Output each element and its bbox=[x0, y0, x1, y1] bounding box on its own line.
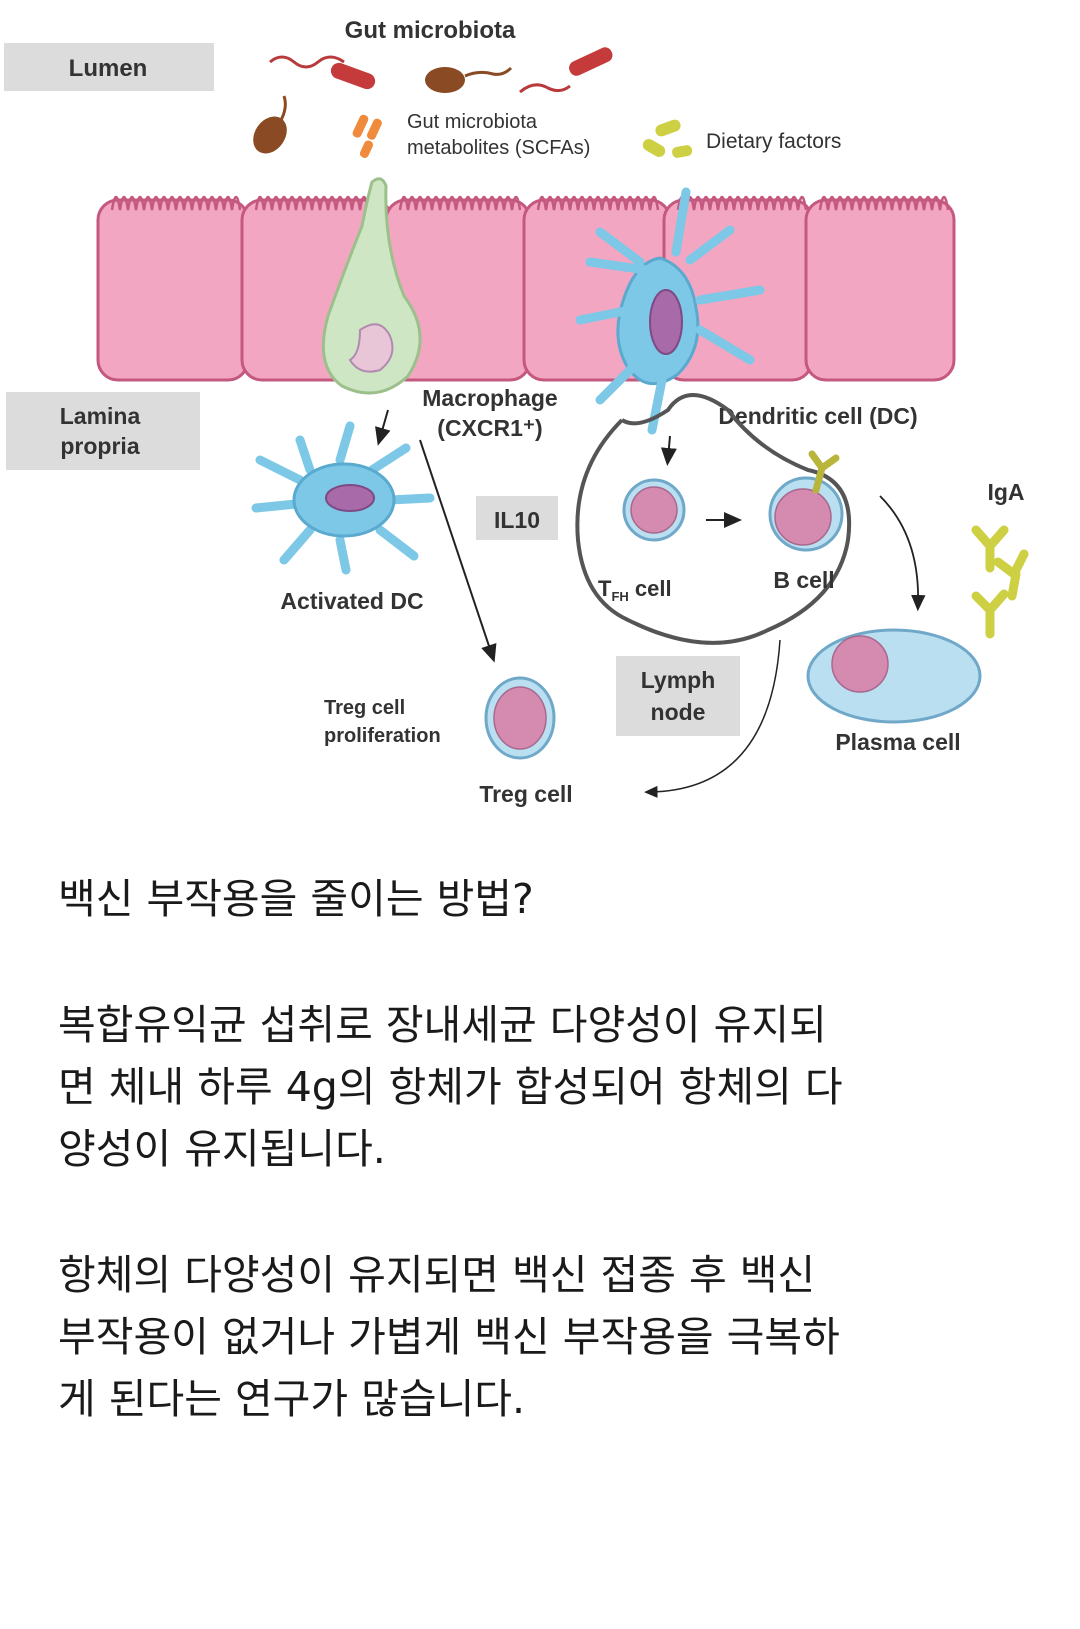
article-line: 백신 부작용을 줄이는 방법? bbox=[58, 875, 534, 923]
treg-cell bbox=[484, 676, 556, 760]
article-paragraph-2: 항체의 다양성이 유지되면 백신 접종 후 백신 부작용이 없거나 가볍게 백신… bbox=[58, 1244, 1038, 1430]
b-cell bbox=[768, 450, 844, 552]
article-line: 부작용이 없거나 가볍게 백신 부작용을 극복하 bbox=[58, 1313, 840, 1361]
plasma-cell bbox=[806, 628, 982, 724]
tfh-cell-label: TFH cell bbox=[598, 576, 672, 604]
treg-proliferation-label-1: Treg cell bbox=[324, 697, 405, 719]
lymph-node-outline bbox=[575, 393, 852, 645]
iga-label: IgA bbox=[987, 479, 1024, 505]
scfa-metabolites bbox=[352, 114, 382, 158]
activated-dc-label: Activated DC bbox=[280, 588, 423, 614]
plasma-cell-label: Plasma cell bbox=[835, 729, 960, 755]
dendritic-cell-label: Dendritic cell (DC) bbox=[718, 403, 917, 429]
lumen-label: Lumen bbox=[69, 55, 148, 82]
article-heading: 백신 부작용을 줄이는 방법? bbox=[58, 868, 1038, 930]
il10-label-box bbox=[476, 496, 558, 540]
lamina-propria-label-2: propria bbox=[60, 433, 139, 459]
arrow-dc-to-tfh bbox=[660, 435, 677, 466]
lymph-node-label-2: node bbox=[651, 699, 706, 725]
dietary-factors-shapes bbox=[642, 119, 693, 158]
lamina-propria-label-1: Lamina bbox=[60, 403, 141, 429]
article-text: 백신 부작용을 줄이는 방법? 복합유익균 섭취로 장내세균 다양성이 유지되 … bbox=[58, 868, 1038, 1494]
treg-proliferation-label-2: proliferation bbox=[324, 725, 441, 747]
macrophage-cell bbox=[321, 177, 422, 395]
article-line: 면 체내 하루 4g의 항체가 합성되어 항체의 다 bbox=[58, 1063, 843, 1111]
article-line: 항체의 다양성이 유지되면 백신 접종 후 백신 bbox=[58, 1251, 816, 1299]
gut-microbiota-label: Gut microbiota bbox=[345, 17, 516, 44]
dendritic-cell-nucleus bbox=[649, 289, 683, 355]
arrow-lymph-to-treg bbox=[644, 639, 781, 798]
tfh-cell bbox=[622, 478, 686, 542]
dietary-factors-label: Dietary factors bbox=[706, 130, 841, 153]
gut-immunity-diagram: Lumen Gut microbiota Gut microbiota meta… bbox=[4, 17, 1029, 807]
metabolites-label-1: Gut microbiota bbox=[407, 111, 538, 133]
macrophage-label-1: Macrophage bbox=[422, 385, 557, 411]
activated-dc-cell bbox=[251, 421, 435, 575]
b-cell-label: B cell bbox=[773, 567, 834, 593]
epithelium-layer bbox=[96, 198, 956, 382]
lymph-node-label-1: Lymph bbox=[641, 667, 716, 693]
metabolites-label-2: metabolites (SCFAs) bbox=[407, 137, 590, 159]
arrow-macrophage-to-activated-dc bbox=[375, 409, 391, 446]
lamina-propria-label-box bbox=[6, 392, 200, 470]
macrophage-label-2: (CXCR1⁺) bbox=[437, 415, 542, 441]
iga-antibodies bbox=[971, 525, 1029, 639]
arrow-bcell-to-plasma bbox=[879, 495, 926, 612]
article-line: 복합유익균 섭취로 장내세균 다양성이 유지되 bbox=[58, 1001, 827, 1049]
article-paragraph-1: 복합유익균 섭취로 장내세균 다양성이 유지되 면 체내 하루 4g의 항체가 … bbox=[58, 994, 1038, 1180]
treg-cell-label: Treg cell bbox=[479, 781, 572, 807]
microvilli bbox=[110, 195, 950, 211]
arrow-macrophage-to-treg bbox=[419, 439, 497, 663]
il10-label: IL10 bbox=[494, 507, 540, 533]
lymph-node-label-box bbox=[616, 656, 740, 736]
lumen-label-box bbox=[4, 43, 214, 91]
gut-bacteria bbox=[253, 47, 613, 154]
article-line: 게 된다는 연구가 많습니다. bbox=[58, 1375, 526, 1423]
dendritic-cell bbox=[575, 187, 765, 435]
article-line: 양성이 유지됩니다. bbox=[58, 1125, 386, 1173]
